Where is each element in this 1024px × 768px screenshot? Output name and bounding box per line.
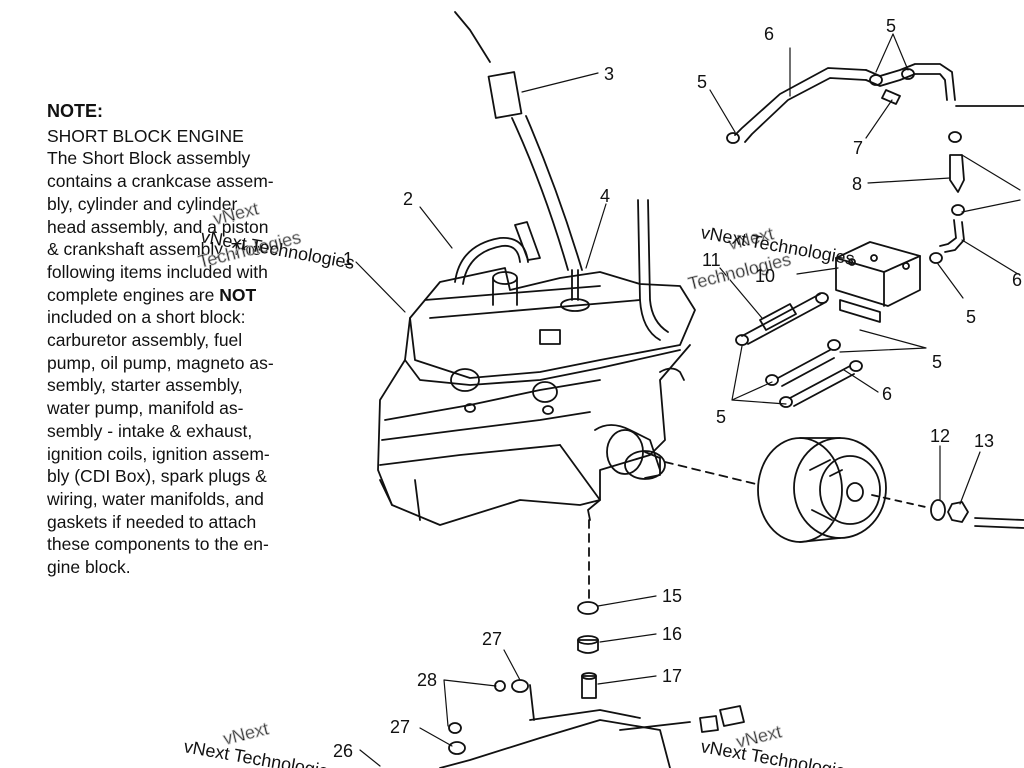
note-title: NOTE: [47, 101, 103, 121]
callout-10: 10 [755, 266, 775, 286]
callout-5: 5 [716, 407, 726, 427]
callout-27: 27 [390, 717, 410, 737]
cable-assembly [454, 11, 583, 271]
callout-7: 7 [853, 138, 863, 158]
note-line: included on a short block: [47, 307, 246, 328]
callout-8: 8 [852, 174, 862, 194]
note-line: ignition coils, ignition assem- [47, 443, 270, 464]
callout-12: 12 [930, 426, 950, 446]
note-line: gine block. [47, 557, 131, 578]
callout-2: 2 [403, 189, 413, 209]
note-line: bly, cylinder and cylinder [47, 193, 238, 214]
callout-17: 17 [662, 666, 682, 686]
note-line: contains a crankcase assem- [47, 171, 274, 192]
flywheel [664, 437, 887, 543]
callout-16: 16 [662, 624, 682, 644]
note-emphasis: NOT [219, 284, 257, 305]
note-line: & crankshaft assembly. The [47, 239, 262, 260]
nut-13 [947, 501, 969, 523]
callout-5: 5 [886, 16, 896, 36]
pulse-line [735, 292, 829, 346]
note-line: The Short Block assembly [47, 148, 251, 169]
svg-text:vNext Technologies: vNext Technologies [182, 736, 339, 768]
oil-lines [765, 339, 863, 408]
callout-1: 1 [343, 249, 353, 269]
callout-6: 6 [1012, 270, 1022, 290]
note-line: SHORT BLOCK ENGINE [47, 125, 244, 146]
leader-lines [355, 33, 1021, 767]
callout-5: 5 [697, 72, 707, 92]
callout-15: 15 [662, 586, 682, 606]
note-line: following items included with [47, 261, 268, 282]
callout-13: 13 [974, 431, 994, 451]
note-line: wiring, water manifolds, and [47, 488, 264, 509]
callout-5: 5 [966, 307, 976, 327]
callout-28: 28 [417, 670, 437, 690]
mounting-bracket [439, 679, 745, 768]
note-line: pump, oil pump, magneto as- [47, 352, 274, 373]
engine-short-block [377, 267, 696, 526]
note-line: carburetor assembly, fuel [47, 330, 243, 351]
callout-26: 26 [333, 741, 353, 761]
note-line: water pump, manifold as- [47, 398, 244, 419]
note-line: sembly, starter assembly, [47, 375, 243, 396]
note-line: these components to the en- [47, 534, 269, 555]
note-line: gaskets if needed to attach [47, 511, 257, 532]
svg-text:vNext: vNext [726, 223, 775, 254]
svg-text:vNext: vNext [211, 198, 260, 229]
callout-3: 3 [604, 64, 614, 84]
callout-6: 6 [764, 24, 774, 44]
note-line: sembly - intake & exhaust, [47, 420, 253, 441]
note-line: head assembly, and a piston [47, 216, 269, 237]
spark-plug-wire [454, 221, 541, 285]
callouts: 1 2 3 4 5 6 5 7 8 6 5 10 11 5 5 6 12 13 … [333, 16, 1022, 761]
callout-11: 11 [702, 250, 721, 270]
callout-27: 27 [482, 629, 502, 649]
fuel-pump [835, 241, 921, 323]
callout-4: 4 [600, 186, 610, 206]
note-line: complete engines are NOT [47, 284, 257, 305]
callout-6: 6 [882, 384, 892, 404]
note-line: bly (CDI Box), spark plugs & [47, 466, 267, 487]
callout-5: 5 [932, 352, 942, 372]
washer-12 [930, 499, 946, 521]
engine-mounts [577, 519, 599, 699]
